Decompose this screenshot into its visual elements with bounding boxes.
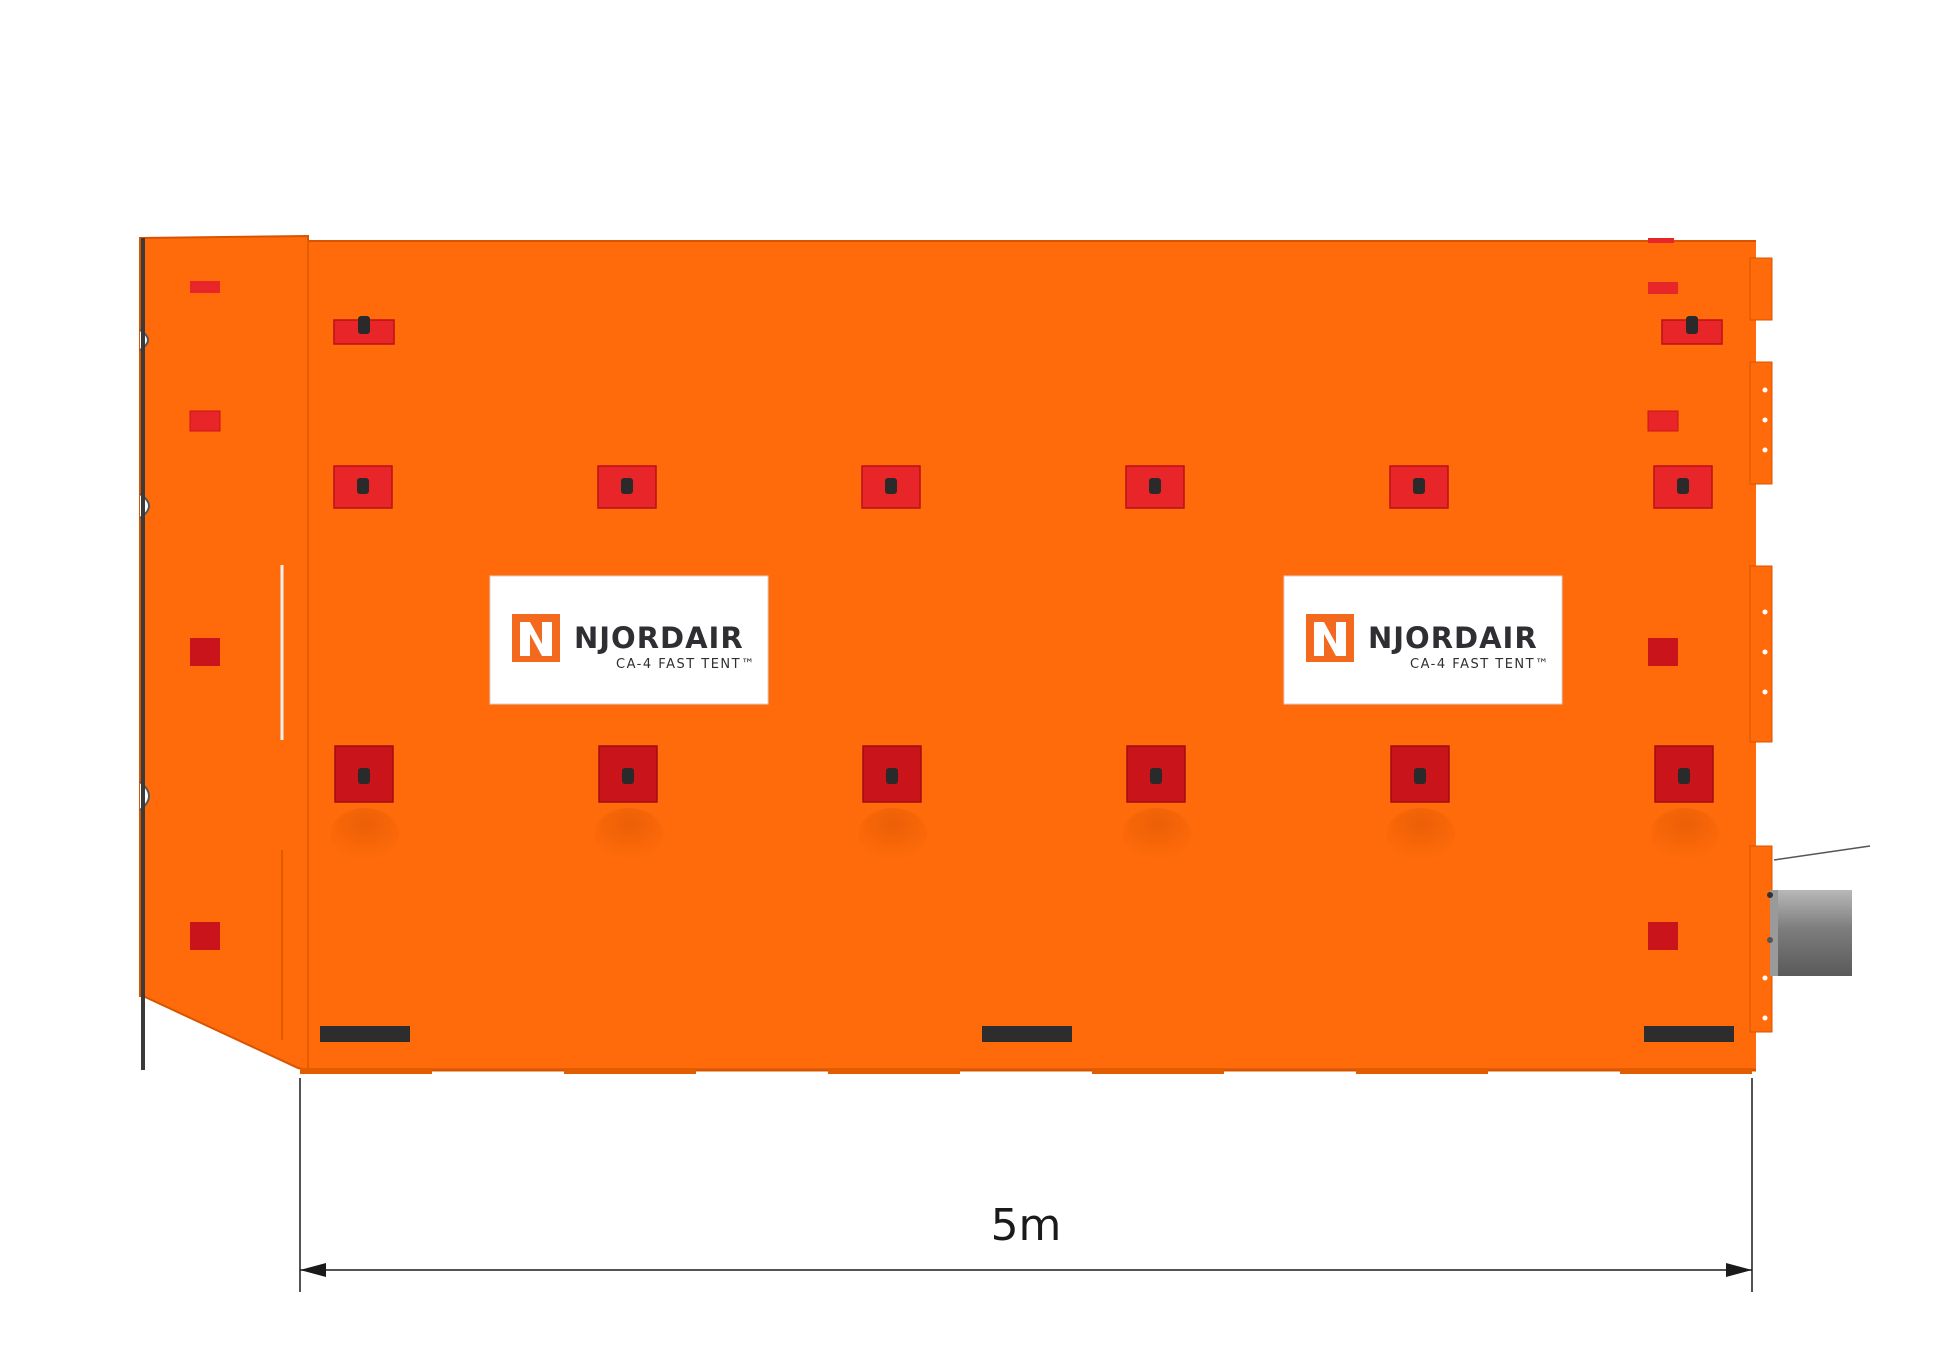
njordair-n-logo-icon bbox=[1306, 614, 1354, 662]
anchor-plate bbox=[1125, 465, 1185, 509]
arrow-right-icon bbox=[1726, 1263, 1752, 1277]
anchor-knob bbox=[1678, 768, 1690, 784]
upper-anchor-row bbox=[333, 465, 1713, 509]
left-panel-markers bbox=[189, 281, 221, 950]
anchor-plate bbox=[861, 465, 921, 509]
right-marker-4 bbox=[1648, 638, 1678, 666]
anchor-knob bbox=[621, 478, 633, 494]
left-marker-3 bbox=[190, 638, 220, 666]
anchor-plate bbox=[331, 745, 399, 860]
base-strip bbox=[300, 1068, 1752, 1074]
right-marker-1 bbox=[1648, 238, 1674, 243]
anchor-plate bbox=[1123, 745, 1191, 860]
left-marker-4 bbox=[190, 922, 220, 950]
skid bbox=[320, 1026, 410, 1042]
anchor-plate bbox=[597, 465, 657, 509]
skid-row bbox=[320, 1026, 1734, 1042]
anchor-knob bbox=[1677, 478, 1689, 494]
anchor-plate bbox=[859, 745, 927, 860]
right-marker-5 bbox=[1648, 922, 1678, 950]
arrow-left-icon bbox=[300, 1263, 326, 1277]
model-name: CA-4 FAST TENT™ bbox=[616, 657, 756, 672]
right-panel-markers bbox=[1647, 238, 1679, 950]
anchor-knob bbox=[885, 478, 897, 494]
lower-anchor-row bbox=[331, 745, 1719, 860]
brand-sign-right: NJORDAIR CA-4 FAST TENT™ bbox=[1283, 575, 1563, 705]
anchor-knob bbox=[357, 478, 369, 494]
anchor-knob bbox=[1150, 768, 1162, 784]
right-marker-3 bbox=[1647, 410, 1679, 432]
anchor-plate bbox=[595, 745, 663, 860]
anchor-knob bbox=[1149, 478, 1161, 494]
njordair-n-logo-icon bbox=[512, 614, 560, 662]
tent-left-end-panel bbox=[139, 234, 309, 1072]
anchor-plate bbox=[1387, 745, 1455, 860]
anchor-point bbox=[333, 316, 395, 345]
brand-sign-left: NJORDAIR CA-4 FAST TENT™ bbox=[489, 575, 769, 705]
anchor-knob bbox=[886, 768, 898, 784]
anchor-knob bbox=[1413, 478, 1425, 494]
anchor-knob bbox=[622, 768, 634, 784]
top-anchor-row bbox=[333, 316, 1723, 345]
anchor-point bbox=[1661, 316, 1723, 345]
model-name: CA-4 FAST TENT™ bbox=[1410, 657, 1550, 672]
anchor-plate bbox=[1389, 465, 1449, 509]
anchor-plate bbox=[1653, 465, 1713, 509]
skid bbox=[1644, 1026, 1734, 1042]
anchor-plate bbox=[1651, 745, 1719, 860]
air-duct-connector bbox=[1767, 890, 1852, 976]
width-dimension: 5m bbox=[299, 1078, 1753, 1292]
brand-name: NJORDAIR bbox=[1368, 621, 1538, 655]
anchor-knob bbox=[358, 768, 370, 784]
anchor-plate bbox=[333, 465, 393, 509]
anchor-knob bbox=[1414, 768, 1426, 784]
skid bbox=[982, 1026, 1072, 1042]
dimension-label: 5m bbox=[991, 1200, 1062, 1251]
left-marker-2 bbox=[189, 410, 221, 432]
right-marker-2 bbox=[1648, 282, 1678, 294]
brand-name: NJORDAIR bbox=[574, 621, 744, 655]
tent-right-end-rail bbox=[1749, 257, 1871, 1033]
left-marker-1 bbox=[190, 281, 220, 293]
